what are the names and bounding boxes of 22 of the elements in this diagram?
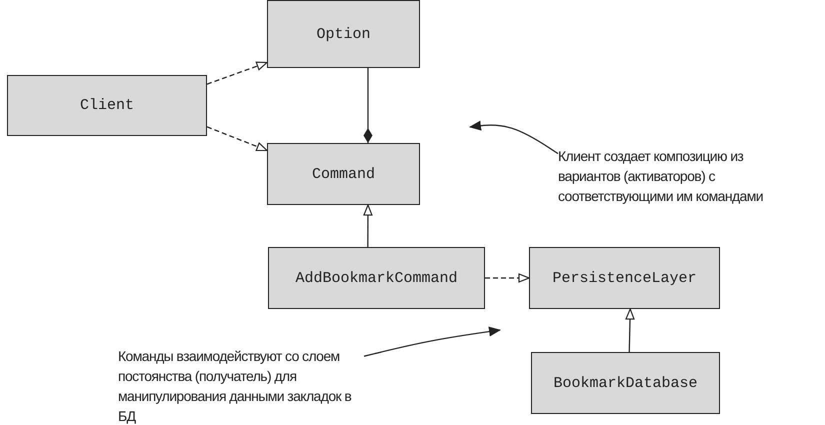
annotation-text: Клиент создает композицию из вариантов (активаторов) с соответствующими им командами: [558, 147, 764, 206]
class-box: [267, 143, 420, 205]
class-box: [531, 352, 720, 414]
class-box: [267, 0, 420, 68]
leader-line: [364, 326, 501, 357]
class-box: [7, 75, 207, 136]
class-name: AddBookmarkCommand: [295, 270, 458, 286]
arrow: [363, 204, 372, 247]
class-name: BookmarkDatabase: [553, 374, 698, 392]
leader-line: [469, 120, 558, 154]
composition-line: [363, 68, 372, 143]
arrow: [485, 273, 530, 283]
arrow: [206, 62, 268, 85]
class-name: Client: [80, 97, 134, 114]
class-box: [529, 247, 720, 309]
class-box: [268, 247, 485, 309]
arrow: [206, 126, 268, 152]
class-name: PersistenceLayer: [552, 270, 697, 286]
annotation-text: Команды взаимодействуют со слоем постоянства (получатель) для манипулирования данными закладок в БД: [118, 347, 352, 425]
arrow: [625, 308, 635, 352]
class-name: Command: [312, 166, 375, 182]
class-name: Option: [316, 26, 370, 42]
